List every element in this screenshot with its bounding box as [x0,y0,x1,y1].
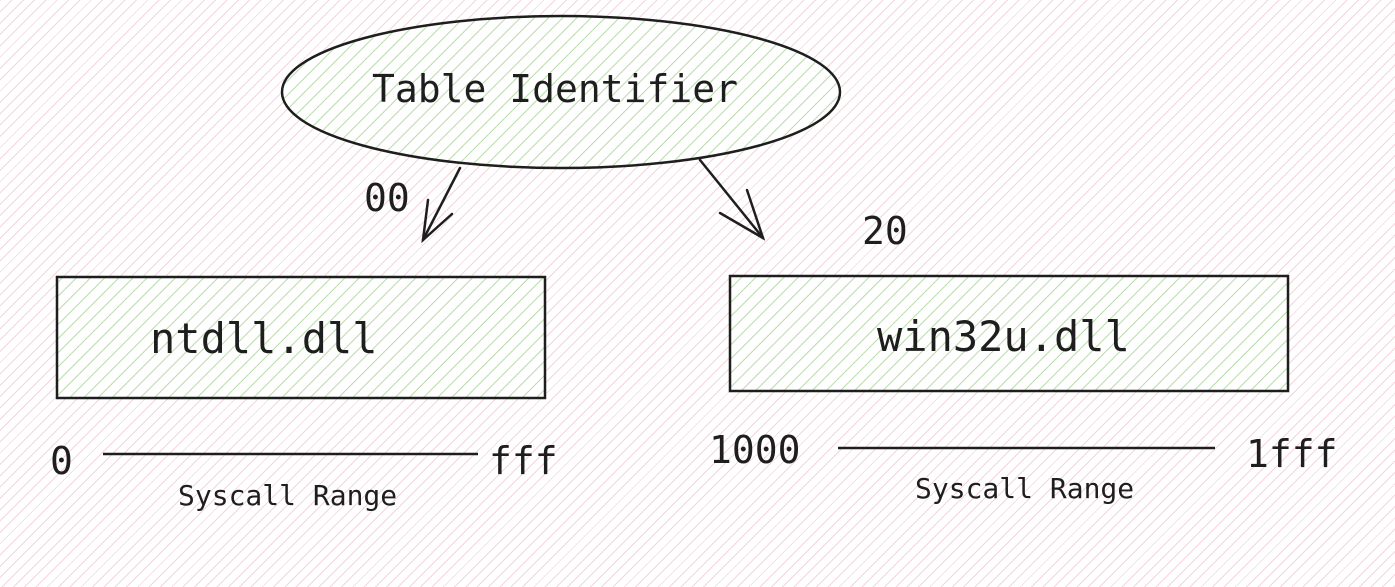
table-identifier-label: Table Identifier [372,67,738,111]
win32u-label: win32u.dll [877,312,1130,361]
ntdll-range-end: fff [489,439,558,483]
win32u-syscall-range: 1000 1fff Syscall Range [709,428,1338,505]
ntdll-node[interactable]: ntdll.dll [55,275,547,400]
ntdll-table-id: 00 [364,176,410,220]
arrow-head-right [718,188,766,241]
ntdll-box [55,275,547,400]
win32u-box [728,274,1290,393]
table-identifier-node[interactable]: Table Identifier [280,14,842,170]
arrow-to-win32u [698,158,766,241]
ntdll-syscall-range: 0 fff Syscall Range [50,439,558,512]
win32u-range-start: 1000 [709,428,801,472]
arrow-shaft-right [698,158,765,240]
win32u-range-end: 1fff [1246,432,1338,476]
win32u-table-id: 20 [862,209,908,253]
win32u-node[interactable]: win32u.dll [728,274,1290,393]
arrow-shaft-left [421,166,462,242]
arrow-head-left [421,198,454,244]
ntdll-label: ntdll.dll [150,314,378,363]
win32u-range-caption: Syscall Range [915,472,1134,505]
ntdll-range-start: 0 [50,439,73,483]
table-identifier-ellipse [280,14,842,170]
ntdll-range-caption: Syscall Range [178,479,397,512]
arrow-to-ntdll [421,166,462,244]
